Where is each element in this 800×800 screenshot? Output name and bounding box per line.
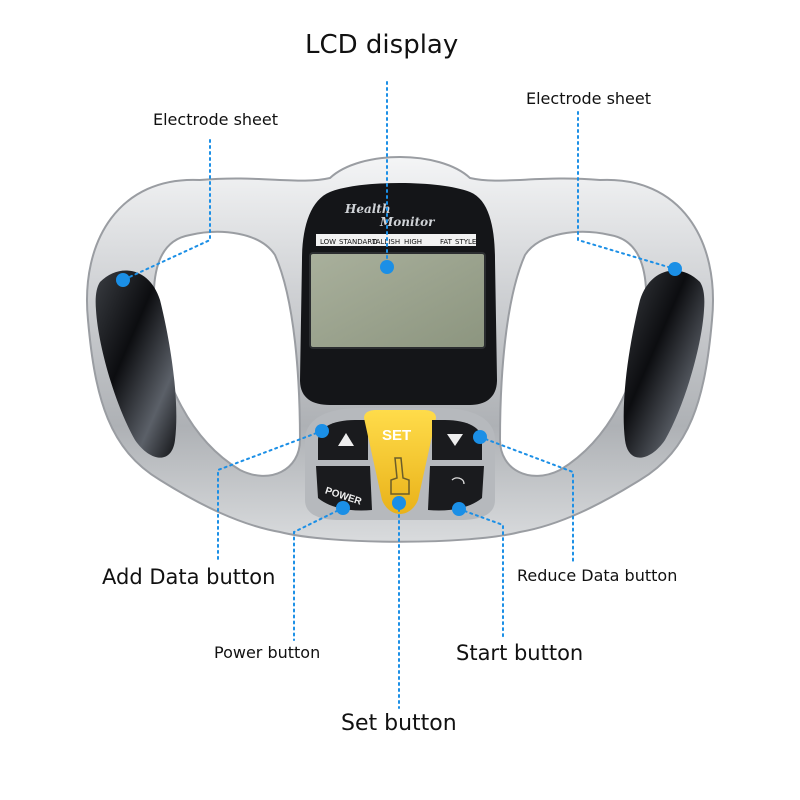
brand-line1: Health	[344, 202, 391, 216]
label-power-button: Power button	[214, 643, 321, 662]
label-set-button: Set button	[341, 711, 457, 736]
up-arrow-icon	[338, 433, 354, 446]
down-arrow-icon	[447, 434, 463, 446]
svg-text:STANDARD: STANDARD	[339, 238, 378, 246]
right-electrode-grip	[623, 270, 705, 458]
marker-electrode-right	[668, 262, 682, 276]
start-icon	[451, 477, 465, 485]
marker-reduce-data	[473, 430, 487, 444]
set-button[interactable]: SET	[364, 410, 436, 514]
svg-text:LOW: LOW	[320, 238, 336, 246]
brand-line2: Monitor	[379, 215, 436, 229]
annotation-markers	[116, 260, 682, 516]
marker-set	[392, 496, 406, 510]
label-add-data-button: Add Data button	[102, 565, 276, 589]
svg-text:FAT: FAT	[440, 238, 453, 246]
label-electrode-right: Electrode sheet	[526, 89, 652, 108]
category-scale-strip: LOW STANDARD TALLISH HIGH FAT STYLE	[316, 234, 476, 246]
label-reduce-data-button: Reduce Data button	[517, 566, 678, 585]
start-key-right[interactable]	[428, 466, 484, 511]
finger-press-icon	[390, 457, 410, 495]
start-button[interactable]	[390, 457, 410, 495]
svg-text:TALLISH: TALLISH	[371, 238, 400, 246]
annotation-leaders	[122, 81, 676, 709]
marker-electrode-left	[116, 273, 130, 287]
label-electrode-left: Electrode sheet	[153, 110, 279, 129]
label-start-button: Start button	[456, 641, 584, 665]
add-data-button[interactable]	[318, 420, 368, 460]
power-button[interactable]: POWER	[316, 466, 372, 511]
left-electrode-grip	[95, 270, 177, 458]
svg-text:STYLE: STYLE	[455, 238, 476, 246]
label-lcd-display: LCD display	[305, 30, 459, 60]
reduce-data-button[interactable]	[432, 420, 482, 460]
marker-start	[452, 502, 466, 516]
marker-lcd	[380, 260, 394, 274]
lcd-screen	[309, 252, 486, 349]
svg-text:HIGH: HIGH	[404, 238, 422, 246]
set-key-label: SET	[382, 427, 411, 444]
marker-add-data	[315, 424, 329, 438]
marker-power	[336, 501, 350, 515]
